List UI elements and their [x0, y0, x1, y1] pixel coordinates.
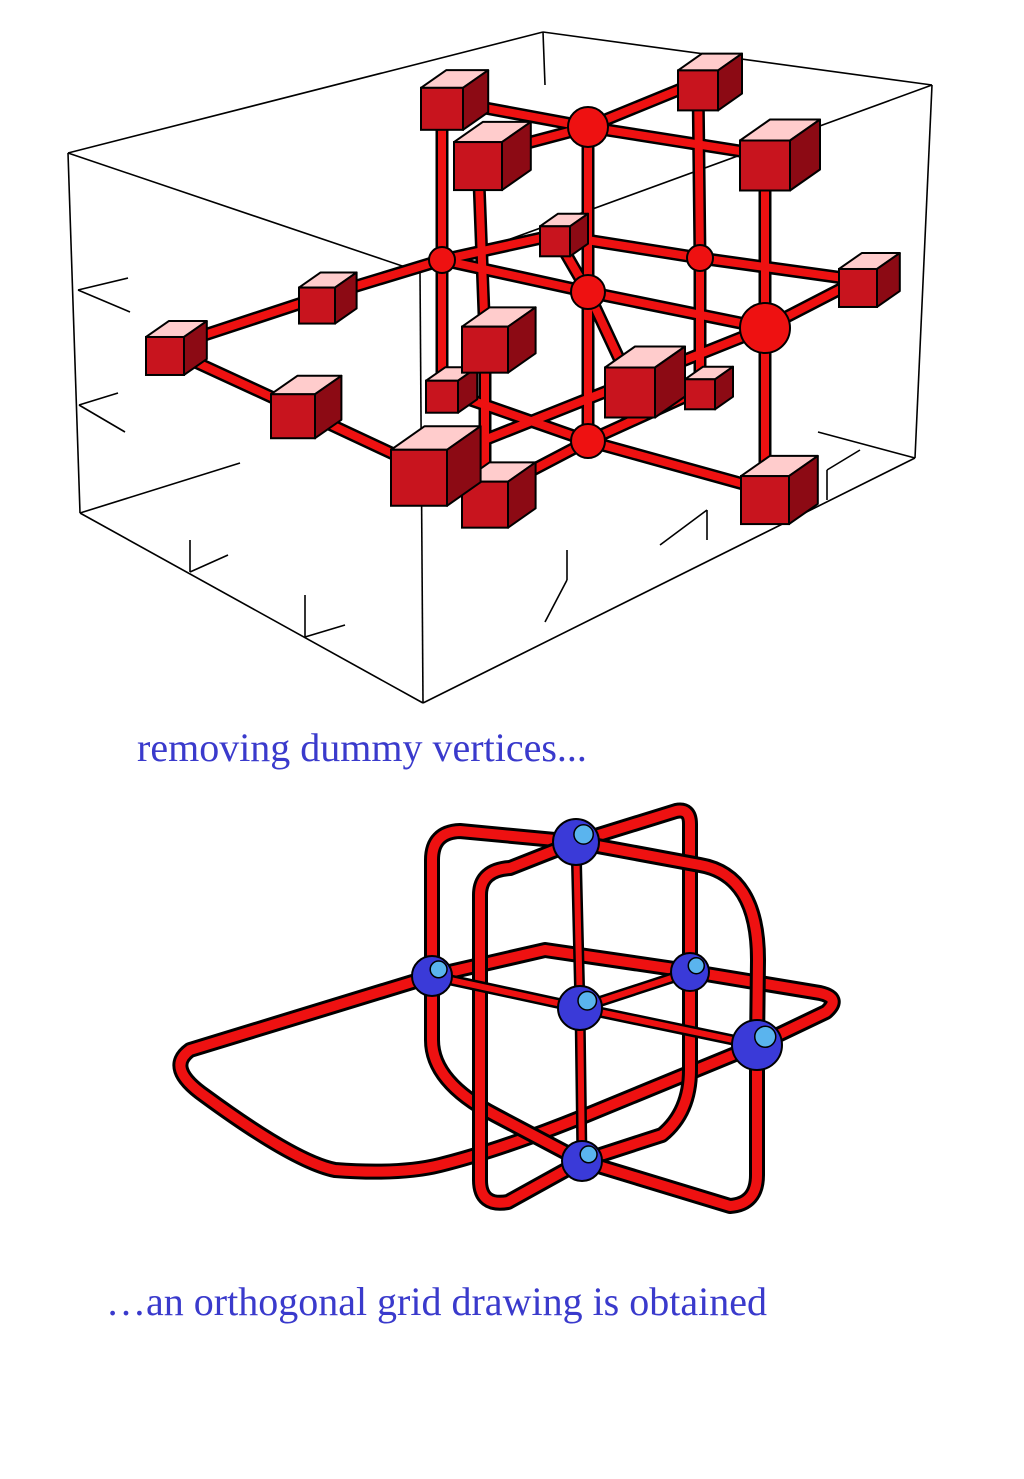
vertex-sphere	[552, 818, 600, 866]
vertex-highlight	[577, 990, 598, 1011]
dummy-vertex-cube	[604, 345, 686, 419]
caption-orthogonal-grid-drawing-obtained: …an orthogonal grid drawing is obtained	[106, 1279, 767, 1324]
cube-front-face	[420, 86, 464, 131]
vertex-sphere	[557, 985, 603, 1031]
cube-front-face	[425, 379, 459, 414]
axis-tick	[78, 404, 126, 433]
bounding-box	[67, 31, 933, 704]
bounding-box-edge	[67, 152, 421, 273]
graph-vertex	[570, 274, 606, 310]
dummy-vertex-cube	[539, 212, 589, 258]
dummy-vertex-cube	[420, 69, 490, 131]
axis-tick	[77, 289, 131, 313]
dummy-vertex-cube	[677, 52, 743, 112]
vertex-sphere	[411, 955, 453, 997]
graph-vertex	[731, 1019, 783, 1071]
graph-vertex	[428, 246, 456, 274]
cube-front-face	[453, 141, 503, 192]
graph-vertex	[552, 818, 600, 866]
dummy-vertex-cube	[461, 306, 537, 374]
dummy-vertex-cube	[453, 120, 532, 192]
horizontal-edge-loop	[175, 945, 838, 1177]
axis-tick	[77, 277, 129, 291]
cube-front-face	[739, 139, 791, 192]
cube-front-face	[298, 286, 336, 325]
dummy-vertex-cube	[740, 454, 819, 526]
axis-tick	[659, 509, 708, 546]
graph-vertex	[570, 423, 606, 459]
axis-tick	[189, 554, 229, 573]
bounding-box-edge	[79, 512, 424, 704]
bounding-box-edge	[67, 31, 544, 154]
dummy-vertex-cube	[684, 365, 734, 411]
dummy-vertex-cube	[298, 271, 358, 325]
cube-front-face	[270, 393, 316, 440]
vertical-edge-loop-back	[427, 805, 695, 1166]
edge	[696, 254, 862, 284]
cube-front-face	[684, 378, 716, 411]
vertex-highlight	[687, 957, 706, 975]
vertex-highlight	[754, 1025, 777, 1048]
orthogonal-grid-drawing	[172, 802, 841, 1214]
3d-drawing-with-dummy-vertices	[67, 31, 933, 704]
cube-front-face	[740, 475, 790, 526]
vertex-sphere	[670, 952, 710, 992]
graph-vertex	[561, 1140, 603, 1182]
edge	[584, 123, 769, 159]
cube-front-face	[604, 366, 656, 419]
graph-vertex	[557, 985, 603, 1031]
dummy-vertex-cube	[838, 252, 901, 308]
vertex-highlight	[429, 960, 448, 979]
vertex-sphere	[561, 1140, 603, 1182]
routed-edges	[172, 802, 841, 1214]
graph-vertex	[739, 302, 791, 354]
graph-vertices	[411, 818, 783, 1182]
cube-front-face	[390, 448, 448, 507]
cube-front-face	[145, 335, 185, 376]
axis-tick	[826, 449, 861, 471]
bounding-box-edge	[67, 152, 81, 514]
cube-front-face	[677, 69, 719, 112]
edge	[438, 231, 559, 264]
axis-tick	[304, 624, 346, 638]
cube-front-face	[838, 267, 878, 308]
dummy-vertex-cube	[270, 374, 343, 440]
cube-front-face	[539, 225, 571, 258]
vertices-and-dummy-cubes	[145, 52, 901, 529]
graph-vertex	[670, 952, 710, 992]
edge	[438, 256, 592, 296]
graph-vertex	[411, 955, 453, 997]
vertex-highlight	[573, 824, 595, 845]
dummy-vertex-cube	[390, 425, 482, 507]
vertex-highlight	[579, 1145, 598, 1164]
dummy-vertex-cube	[739, 118, 821, 192]
bounding-box-edge	[542, 31, 546, 86]
cube-front-face	[461, 325, 509, 374]
bounding-box-edge	[914, 84, 933, 459]
axis-tick	[817, 431, 916, 459]
bounding-box-edge	[422, 457, 916, 704]
graph-vertex	[567, 106, 609, 148]
vertex-sphere	[731, 1019, 783, 1071]
vertical-edge-loop-front	[475, 837, 763, 1211]
axis-tick	[544, 579, 568, 623]
edge	[584, 288, 769, 332]
graph-vertex	[686, 244, 714, 272]
caption-removing-dummy-vertices: removing dummy vertices...	[137, 725, 587, 770]
dummy-vertex-cube	[145, 320, 208, 376]
axis-tick	[79, 462, 241, 514]
edge	[584, 437, 769, 494]
axis-tick	[78, 392, 119, 406]
